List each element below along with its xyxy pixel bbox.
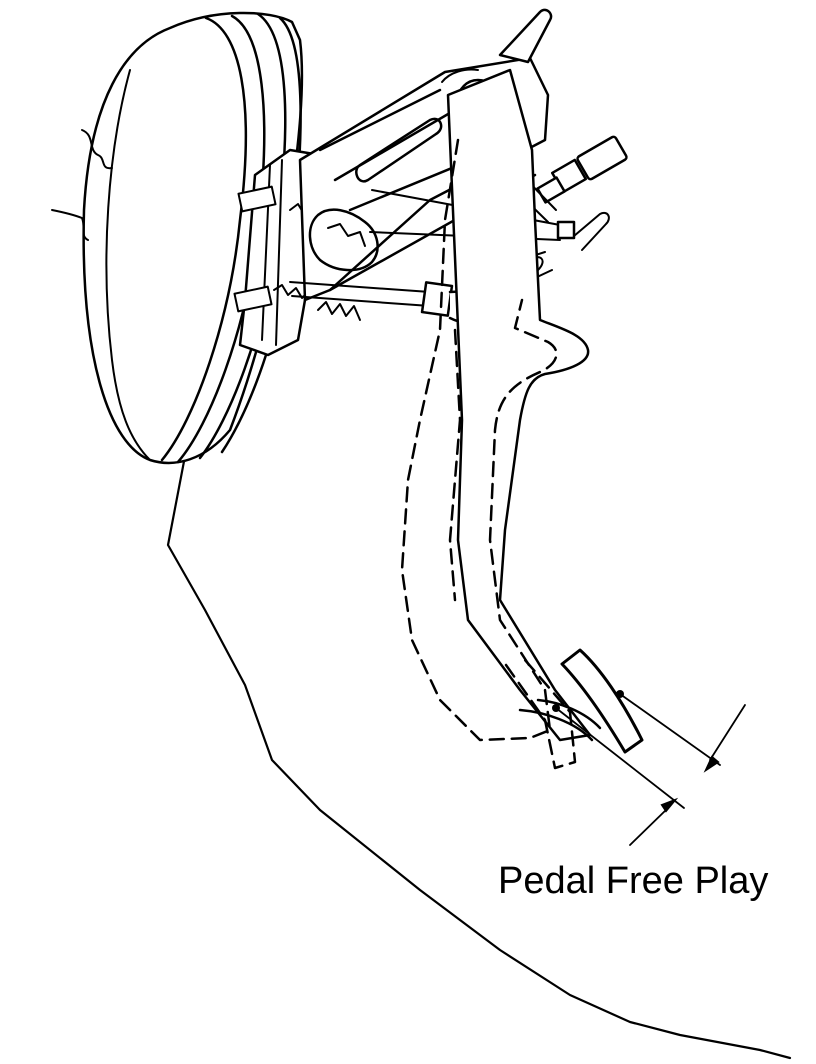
pedal-pad xyxy=(518,648,644,754)
pedal-arm xyxy=(446,68,592,742)
linkage-clip xyxy=(556,220,576,240)
pedal-arm-depressed xyxy=(400,138,558,742)
extension-line-lower xyxy=(555,707,685,809)
pedal-free-play-label: Pedal Free Play xyxy=(498,860,769,902)
extension-line-upper xyxy=(619,693,721,766)
floor-outline xyxy=(166,428,792,1060)
free-play-dimension xyxy=(629,704,746,846)
